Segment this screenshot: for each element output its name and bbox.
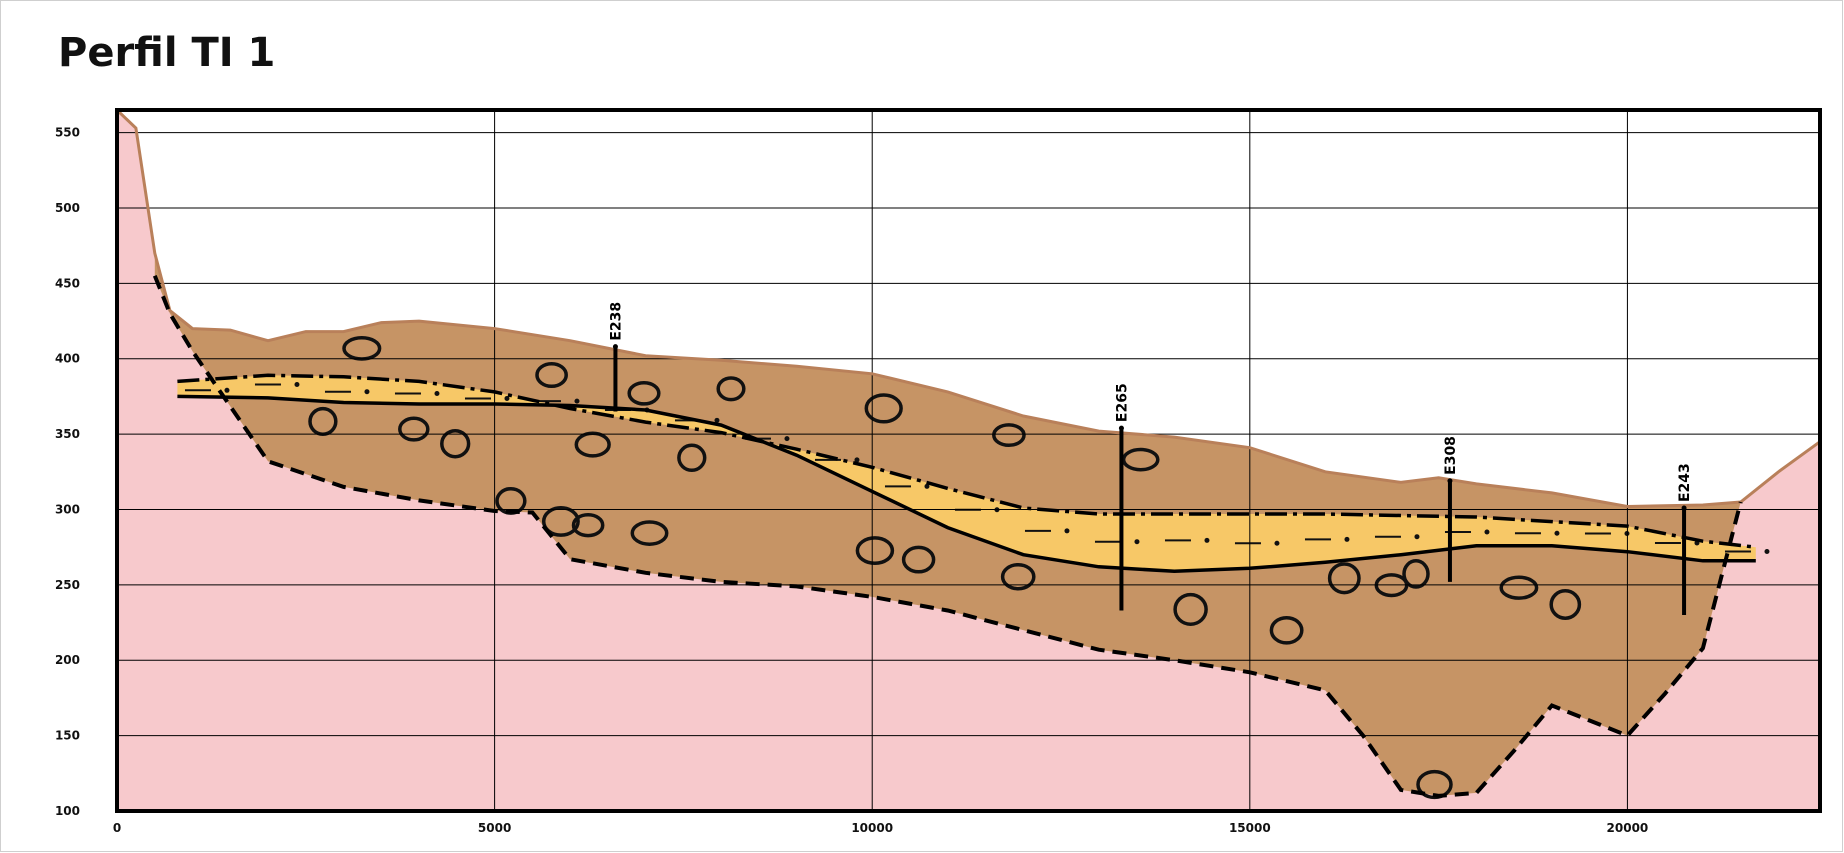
y-tick-label: 350 [55, 427, 80, 441]
gravel-symbol [992, 423, 1026, 448]
gravel-symbol [1327, 562, 1361, 595]
x-tick-label: 0 [113, 821, 121, 835]
aquifer-dot [1134, 539, 1140, 545]
plot-area [117, 110, 1820, 811]
y-tick-label: 550 [55, 126, 80, 140]
y-tick-label: 400 [55, 352, 80, 366]
y-tick-label: 450 [55, 276, 80, 290]
aquifer-dot [1554, 530, 1560, 536]
x-tick-label: 10000 [851, 821, 893, 835]
aquifer-top-line [177, 373, 1756, 549]
plot-border [115, 108, 1822, 813]
aquifer-dot [1274, 540, 1280, 546]
aquifer-dot [714, 417, 720, 423]
aquifer-dot [364, 389, 370, 395]
aquifer-dot [854, 457, 860, 463]
well-head-e308 [1447, 478, 1453, 484]
aquifer-dot [924, 483, 930, 489]
gravel-symbol [630, 520, 669, 546]
y-tick-label: 100 [55, 804, 80, 818]
aquifer-dot [224, 387, 230, 393]
aquifer-dot [1064, 528, 1070, 534]
well-label-e238: E238 [608, 302, 624, 341]
gravel-symbol [1000, 562, 1036, 591]
well-head-e238 [612, 344, 618, 350]
y-tick-label: 150 [55, 729, 80, 743]
gravel-symbol [574, 431, 611, 458]
gravel-symbol [541, 505, 580, 537]
aquifer-bottom-line [177, 394, 1756, 574]
gravel-symbol [716, 376, 746, 402]
aquifer-dot [1484, 529, 1490, 535]
aquifer-dot [434, 390, 440, 396]
x-tick-label: 15000 [1229, 821, 1271, 835]
gravel-symbol [1416, 769, 1453, 800]
aquifer-dot [1414, 534, 1420, 540]
surface-line [117, 110, 1820, 509]
aquifer-dot [504, 395, 510, 401]
aquifer-dot [784, 436, 790, 442]
aquifer-dot [1344, 536, 1350, 542]
y-tick-label: 300 [55, 502, 80, 516]
bedrock-contact-line [152, 275, 1743, 798]
aquifer-area [177, 375, 1756, 572]
well-label-e265: E265 [1114, 383, 1130, 422]
gravel-symbol [627, 380, 661, 406]
gravel-symbol [864, 393, 903, 424]
gravel-symbol [440, 428, 471, 459]
y-tick-label: 200 [55, 653, 80, 667]
gravel-symbol [1499, 575, 1539, 600]
gravel-symbol [677, 443, 707, 473]
gravel-symbol [1549, 589, 1582, 620]
well-label-e243: E243 [1677, 463, 1693, 502]
gravel-symbol [571, 513, 605, 538]
gravel-symbol [855, 536, 895, 566]
gravel-symbol [1402, 559, 1430, 589]
aquifer-dot [1204, 537, 1210, 543]
chart-title: Perfil TI 1 [58, 30, 276, 76]
aquifer-dot [1764, 548, 1770, 554]
gravel-symbol [1121, 447, 1160, 472]
well-label-e308: E308 [1443, 436, 1459, 475]
gravel-symbol [1269, 615, 1304, 645]
gravel-symbol [398, 416, 430, 442]
y-tick-label: 250 [55, 578, 80, 592]
aquifer-dot [294, 381, 300, 387]
well-head-e243 [1681, 505, 1687, 511]
gravel-symbol [901, 545, 936, 574]
well-head-e265 [1118, 425, 1124, 431]
x-tick-label: 5000 [478, 821, 511, 835]
gravel-symbols [308, 336, 1582, 800]
gravel-symbol [535, 361, 568, 389]
y-tick-label: 500 [55, 201, 80, 215]
x-tick-label: 20000 [1607, 821, 1649, 835]
aquifer-dot [574, 398, 580, 404]
gravel-symbol [1173, 592, 1208, 626]
grid [117, 110, 1820, 811]
